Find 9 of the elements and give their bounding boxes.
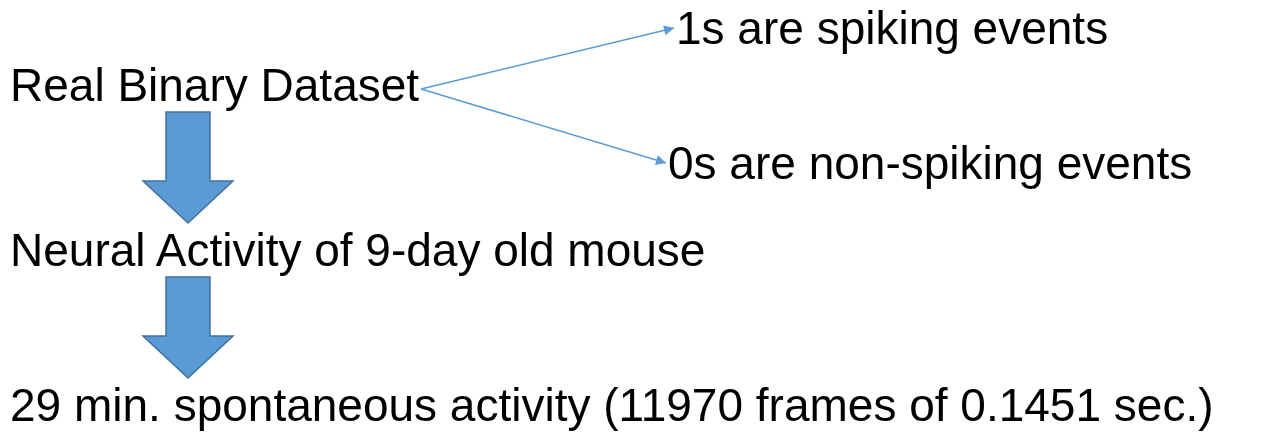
- arrow: [420, 25, 675, 90]
- node-label: 29 min. spontaneous activity (11970 frames of 0.1451 sec.): [10, 378, 1214, 432]
- block-arrow: [141, 111, 235, 225]
- node-label: 0s are non-spiking events: [668, 136, 1193, 190]
- block-arrow: [141, 276, 235, 380]
- node-label: Real Binary Dataset: [10, 58, 420, 112]
- arrow: [420, 88, 667, 165]
- node-label: Neural Activity of 9-day old mouse: [10, 223, 706, 277]
- node-label: 1s are spiking events: [676, 1, 1109, 55]
